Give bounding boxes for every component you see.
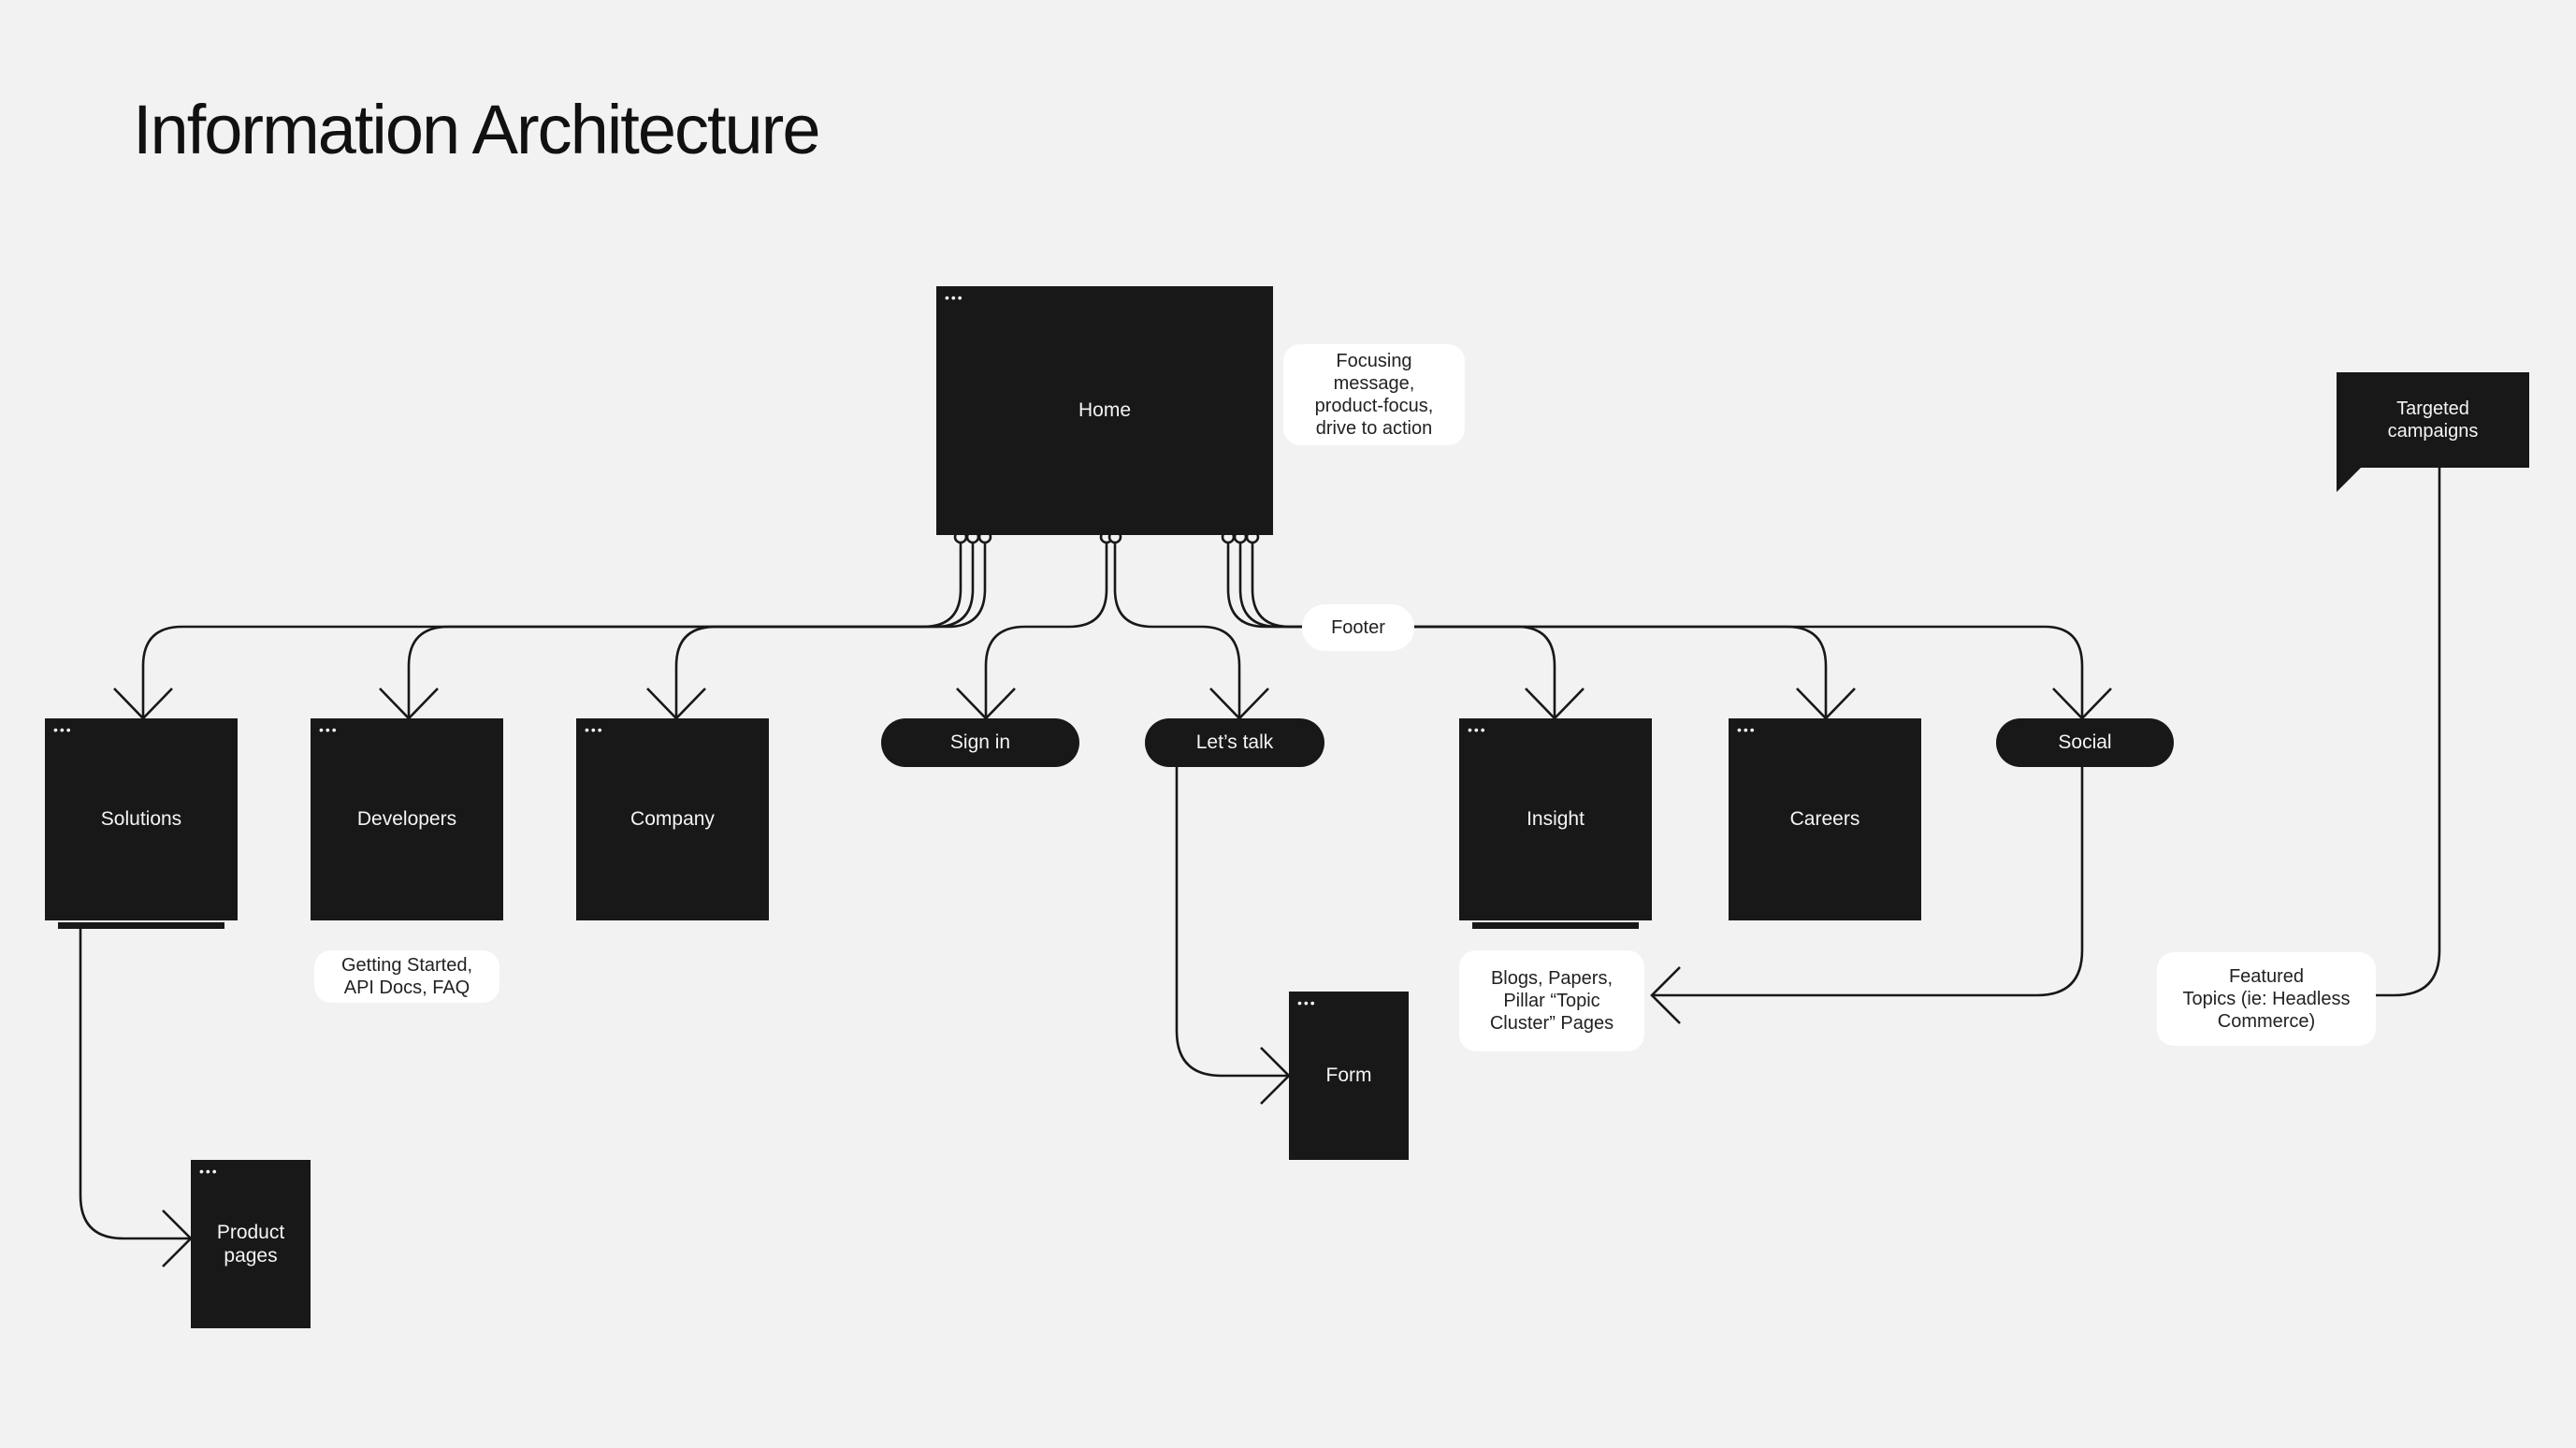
- stack-indicator: [1472, 922, 1639, 929]
- window-dots-icon: •••: [1737, 722, 1757, 737]
- footer-label: Footer: [1302, 604, 1414, 651]
- node-form[interactable]: ••• Form: [1289, 992, 1409, 1160]
- window-dots-icon: •••: [1468, 722, 1487, 737]
- window-dots-icon: •••: [199, 1164, 219, 1179]
- node-careers[interactable]: ••• Careers: [1729, 718, 1921, 920]
- node-label: Developers: [356, 808, 457, 831]
- node-insight[interactable]: ••• Insight: [1459, 718, 1652, 920]
- insight-note: Blogs, Papers, Pillar “Topic Cluster” Pa…: [1459, 950, 1644, 1051]
- window-dots-icon: •••: [319, 722, 339, 737]
- node-label: Product pages: [216, 1221, 285, 1267]
- node-developers[interactable]: ••• Developers: [311, 718, 503, 920]
- stack-indicator: [58, 922, 224, 929]
- node-home[interactable]: ••• Home: [936, 286, 1273, 535]
- window-dots-icon: •••: [1297, 995, 1317, 1010]
- home-note: Focusing message, product-focus, drive t…: [1283, 344, 1465, 445]
- node-solutions[interactable]: ••• Solutions: [45, 718, 238, 920]
- social-pill[interactable]: Social: [1996, 718, 2174, 767]
- node-company[interactable]: ••• Company: [576, 718, 769, 920]
- featured-topics-note: Featured Topics (ie: Headless Commerce): [2157, 952, 2376, 1046]
- developers-note: Getting Started, API Docs, FAQ: [314, 950, 499, 1003]
- window-dots-icon: •••: [945, 290, 964, 305]
- node-label: Careers: [1789, 808, 1860, 831]
- node-label: Solutions: [100, 808, 182, 831]
- targeted-campaigns-callout: Targeted campaigns: [2337, 372, 2529, 468]
- lets-talk-pill[interactable]: Let’s talk: [1145, 718, 1324, 767]
- sign-in-pill[interactable]: Sign in: [881, 718, 1079, 767]
- node-label: Form: [1325, 1064, 1372, 1087]
- node-product-pages[interactable]: ••• Product pages: [191, 1160, 311, 1328]
- node-label: Home: [1078, 399, 1132, 422]
- node-label: Insight: [1527, 808, 1585, 831]
- window-dots-icon: •••: [585, 722, 604, 737]
- window-dots-icon: •••: [53, 722, 73, 737]
- callout-tail: [2337, 466, 2363, 492]
- page-title: Information Architecture: [133, 91, 820, 168]
- node-label: Company: [630, 808, 715, 831]
